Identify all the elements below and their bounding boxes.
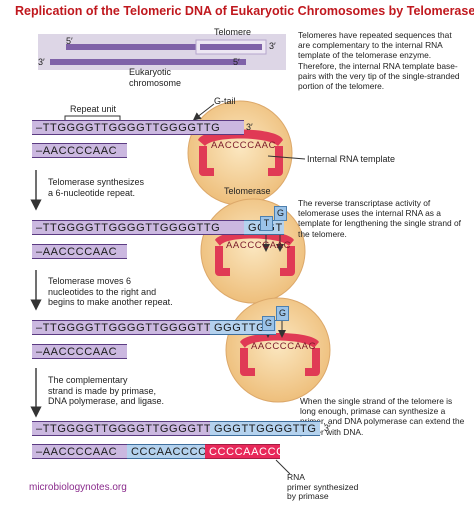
nucleotide-t: T xyxy=(260,216,273,231)
end3-bottom: 3′ xyxy=(38,57,45,67)
repeat-unit-bracket xyxy=(64,115,121,120)
g-tail-label: G-tail xyxy=(214,96,236,106)
row1-end3: 3′ xyxy=(246,122,253,132)
chromosome-label: Eukaryotic chromosome xyxy=(129,67,182,88)
step-complementary: The complementary strand is made by prim… xyxy=(48,375,165,406)
figure-title: Replication of the Telomeric DNA of Euka… xyxy=(15,4,474,18)
intro-note: Telomeres have repeated sequences that a… xyxy=(298,30,460,92)
g-tail-arrow xyxy=(192,103,215,121)
rna-primer-label: RNA primer synthesized by primase xyxy=(287,472,359,501)
step-synthesizes: Telomerase synthesizes a 6-nucleotide re… xyxy=(48,177,145,198)
primase-note: When the single strand of the telomere i… xyxy=(300,396,465,437)
row2-top-strand: –TTGGGGTTGGGGTTGGGGTTG xyxy=(32,220,244,235)
watermark: microbiologynotes.org xyxy=(29,482,127,493)
chromosome-bottom-strand xyxy=(50,59,246,65)
row4-new-repeats: GGGTTGGGGTTG xyxy=(210,421,320,436)
repeat-unit-label: Repeat unit xyxy=(70,104,117,114)
row3-bottom-strand: –AACCCCAAC xyxy=(32,344,127,359)
row4-bottom-strand: –AACCCCAAC xyxy=(32,444,127,459)
reverse-transcriptase-note: The reverse transcriptase activity of te… xyxy=(298,198,461,239)
internal-rna-label: Internal RNA template xyxy=(307,154,396,164)
row4-end3: 3′ xyxy=(324,423,331,433)
nucleotide-g-2: G xyxy=(276,306,289,321)
nucleotide-g: G xyxy=(274,206,287,221)
step-moves: Telomerase moves 6 nucleotides to the ri… xyxy=(48,276,173,307)
telomere-top-strand xyxy=(200,44,262,50)
telomerase-label: Telomerase xyxy=(224,186,271,196)
telomere-label: Telomere xyxy=(214,27,252,37)
chromosome-top-strand xyxy=(66,44,262,50)
row4-dna-extension: CCCAACCCCAA xyxy=(127,444,222,459)
row4-rna-primer: CCCCAACCCC xyxy=(205,444,293,459)
row4-top-strand: –TTGGGGTTGGGGTTGGGGTTG xyxy=(32,421,220,436)
row3-top-strand: –TTGGGGTTGGGGTTGGGGTTG xyxy=(32,320,220,335)
row2-bottom-strand: –AACCCCAAC xyxy=(32,244,127,259)
row1-bottom-strand: –AACCCCAAC xyxy=(32,143,127,158)
row3-new-repeat: GGGTTG xyxy=(210,320,276,335)
row3-rna-template: AACCCCAAC xyxy=(251,341,317,352)
nucleotide-g-1: G xyxy=(262,316,275,331)
rna-primer-pointer xyxy=(275,459,291,475)
end5-top: 5′ xyxy=(66,36,73,46)
row1-top-strand: –TTGGGGTTGGGGTTGGGGTTG xyxy=(32,120,244,135)
row1-rna-template: AACCCCAAC xyxy=(211,140,277,151)
row2-rna-template: AACCCCAAC xyxy=(226,240,292,251)
rna-template-pointer xyxy=(267,155,306,160)
end5-bottom: 5′ xyxy=(233,57,240,67)
end3-top: 3′ xyxy=(269,41,276,51)
